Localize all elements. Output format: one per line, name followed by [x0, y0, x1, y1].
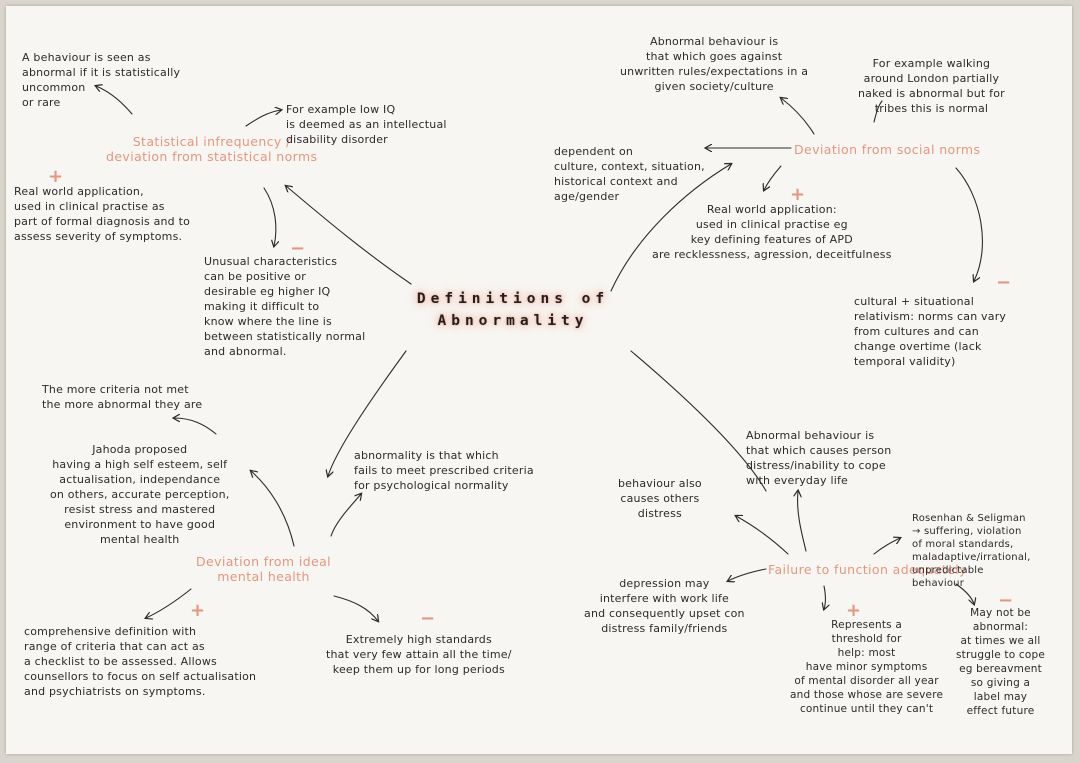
failure-rosenhan: Rosenhan & Seligman → suffering, violati…	[912, 513, 1031, 589]
failure-minus-symbol: −	[998, 590, 1014, 611]
arrow-ideal-jahoda	[251, 471, 295, 547]
arrow-statistical-example	[245, 110, 281, 127]
social-plus-text: Real world application: used in clinical…	[652, 203, 892, 261]
arrow-failure-rosenhan	[873, 538, 900, 555]
arrow-statistical-minus	[263, 187, 276, 246]
ideal-criteria: The more criteria not met the more abnor…	[42, 383, 203, 411]
ideal-heading: Deviation from ideal mental health	[196, 554, 332, 584]
statistical-minus-text: Unusual characteristics can be positive …	[204, 255, 366, 358]
social-dependent: dependent on culture, context, situation…	[554, 145, 705, 203]
arrow-ideal-plus	[146, 588, 192, 618]
arrow-failure-others	[736, 516, 789, 555]
arrow-jahoda-criteria	[174, 418, 217, 435]
statistical-definition: A behaviour is seen as abnormal if it is…	[22, 51, 181, 109]
social-example: For example walking around London partia…	[858, 57, 1005, 115]
arrow-ideal-minus	[333, 595, 378, 621]
ideal-jahoda: Jahoda proposed having a high self estee…	[50, 443, 230, 546]
failure-heading: Failure to function adequately	[768, 562, 967, 577]
social-minus-text: cultural + situational relativism: norms…	[854, 295, 1007, 368]
ideal-definition: abnormality is that which fails to meet …	[354, 449, 534, 492]
failure-others: behaviour also causes others distress	[618, 477, 702, 520]
statistical-minus-symbol: −	[290, 238, 306, 259]
failure-depression: depression may interfere with work life …	[584, 577, 745, 635]
arrow-social-minus	[955, 167, 983, 281]
social-minus-symbol: −	[996, 272, 1012, 293]
social-definition: Abnormal behaviour is that which goes ag…	[620, 35, 809, 93]
arrow-failure-definition	[798, 491, 807, 552]
arrow-social-plus	[764, 165, 782, 190]
failure-definition: Abnormal behaviour is that which causes …	[746, 429, 892, 487]
mind-map-sheet: Definitions of Abnormality Statistical i…	[6, 6, 1072, 754]
arrow-social-definition	[781, 98, 815, 135]
arrow-failure-plus	[824, 585, 826, 609]
social-plus-symbol: +	[790, 184, 806, 205]
map-title: Definitions of Abnormality	[416, 291, 610, 329]
statistical-plus-symbol: +	[48, 166, 64, 187]
statistical-example: For example low IQ is deemed as an intel…	[286, 103, 447, 146]
statistical-plus-text: Real world application, used in clinical…	[14, 185, 191, 243]
failure-minus-text: May not be abnormal: at times we all str…	[956, 607, 1046, 717]
ideal-minus-symbol: −	[420, 608, 436, 629]
ideal-minus-text: Extremely high standards that very few a…	[326, 633, 512, 676]
ideal-plus-text: comprehensive definition with range of c…	[24, 625, 257, 698]
failure-plus-symbol: +	[846, 600, 862, 621]
ideal-plus-symbol: +	[190, 600, 206, 621]
failure-plus-text: Represents a threshold for help: most ha…	[790, 619, 944, 715]
social-heading: Deviation from social norms	[794, 142, 981, 157]
arrow-ideal-definition	[330, 494, 361, 537]
statistical-heading: Statistical infrequency / deviation from…	[106, 134, 318, 164]
